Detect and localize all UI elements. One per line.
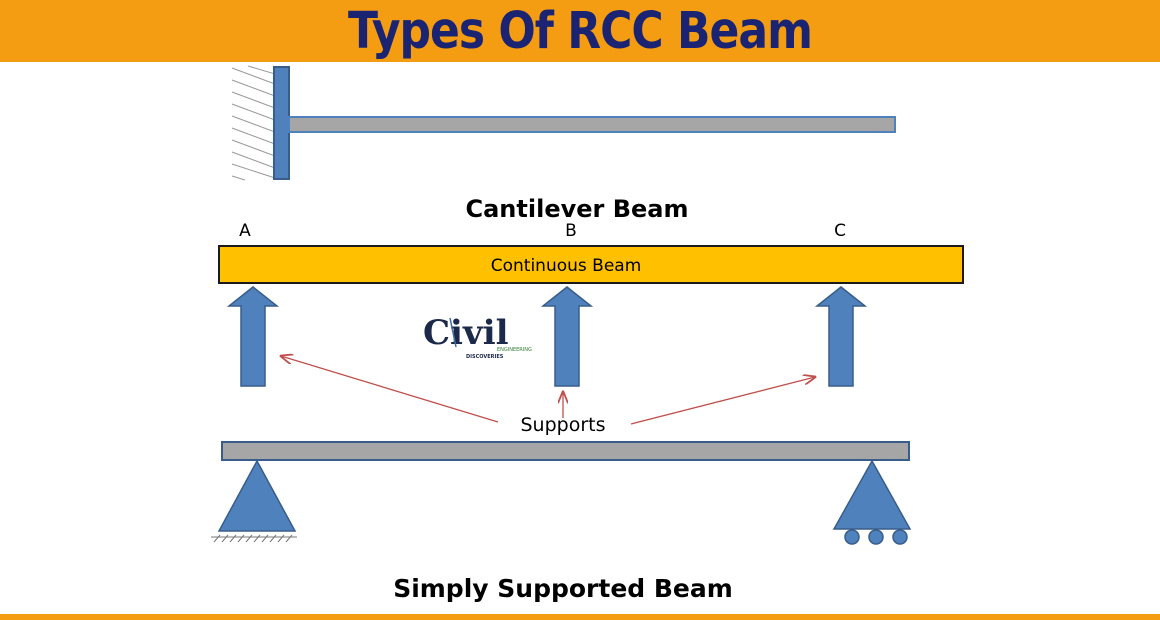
- support-arrow-a: [226, 286, 280, 387]
- cantilever-beam: [288, 116, 896, 133]
- logo-line2: DISCOVERIES: [466, 354, 504, 360]
- roller-wheel: [892, 529, 908, 545]
- simply-supported-beam-label: Simply Supported Beam: [393, 574, 733, 603]
- support-label-c: C: [834, 221, 846, 241]
- logo-line1: ENGINEERING: [497, 347, 532, 353]
- fixed-wall-hatching: [231, 65, 276, 181]
- roller-wheel: [844, 529, 860, 545]
- title-banner: Types Of RCC Beam: [0, 0, 1160, 62]
- civil-engineering-logo: Civil ENGINEERING DISCOVERIES: [423, 313, 532, 360]
- fixed-wall-support: [273, 66, 290, 180]
- logo-wordmark: Civil: [423, 313, 509, 353]
- continuous-beam: [218, 245, 964, 284]
- roller-support: [832, 459, 912, 530]
- support-arrow-b: [540, 286, 594, 387]
- simply-supported-beam: [221, 441, 910, 461]
- supports-label: Supports: [520, 414, 605, 436]
- pin-support: [217, 459, 297, 532]
- supports-annotation: Supports: [281, 356, 815, 436]
- footer-bar: [0, 614, 1160, 620]
- support-label-a: A: [239, 221, 251, 241]
- ground-hatching: [211, 534, 297, 543]
- simply-supported-beam-figure: [211, 441, 912, 545]
- cantilever-beam-label: Cantilever Beam: [466, 195, 689, 223]
- roller-wheel: [868, 529, 884, 545]
- continuous-beam-figure: A B C Continuous Beam: [218, 221, 964, 387]
- pointer-arrow-left: [281, 356, 499, 423]
- cantilever-beam-figure: [231, 65, 896, 181]
- page-title: Types Of RCC Beam: [348, 1, 813, 61]
- continuous-beam-label: Continuous Beam: [491, 256, 642, 276]
- pointer-arrow-right: [630, 377, 815, 425]
- support-arrow-c: [814, 286, 868, 387]
- support-label-b: B: [565, 221, 577, 241]
